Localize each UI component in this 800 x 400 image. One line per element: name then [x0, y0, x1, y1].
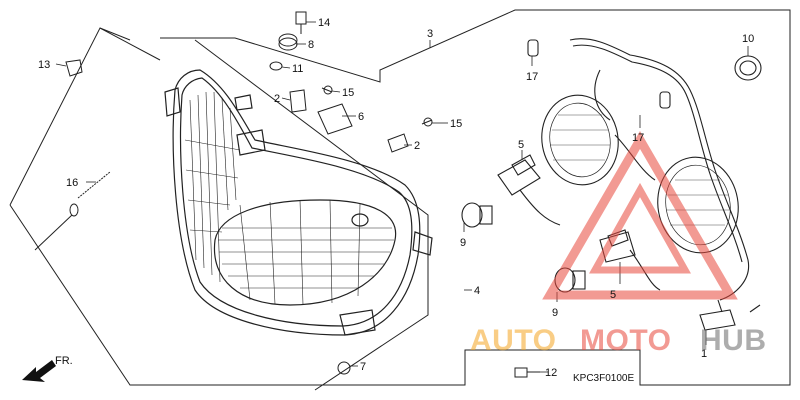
callout-2a: 2: [274, 93, 280, 105]
front-arrow-icon: [22, 360, 56, 382]
hardware-parts: [34, 11, 540, 378]
callout-7: 7: [360, 361, 366, 373]
callout-5a: 5: [518, 139, 524, 151]
callout-15a: 15: [342, 87, 354, 99]
callout-4: 4: [474, 285, 480, 297]
front-indicator: FR.: [55, 355, 73, 367]
callout-8: 8: [308, 39, 314, 51]
callout-3: 3: [427, 28, 433, 40]
callout-5b: 5: [610, 289, 616, 301]
callout-17a: 17: [526, 71, 538, 83]
watermark-moto: MOTO: [580, 324, 671, 357]
callout-9b: 9: [552, 307, 558, 319]
watermark-logo: AUTO MOTO HUB: [470, 131, 767, 357]
callout-9a: 9: [460, 237, 466, 249]
headlight-housing: [164, 69, 433, 336]
watermark-hub: HUB: [700, 324, 767, 357]
callout-16: 16: [66, 177, 78, 189]
callout-1: 1: [701, 348, 707, 360]
callout-17b: 17: [632, 132, 644, 144]
leader-lines: [55, 21, 749, 373]
callout-14: 14: [318, 17, 330, 29]
watermark-auto: AUTO: [470, 324, 556, 357]
callout-2b: 2: [414, 140, 420, 152]
assembly-outline: [9, 9, 791, 391]
part-code: KPC3F0100E: [573, 373, 634, 384]
callout-6: 6: [358, 111, 364, 123]
callout-labels: 1 2 2 3 4 5 5 6 7 8 9 9 10 11 12 13 14 1…: [38, 17, 754, 379]
callout-10: 10: [742, 33, 754, 45]
callout-12: 12: [545, 367, 557, 379]
callout-15b: 15: [450, 118, 462, 130]
callout-11: 11: [292, 63, 303, 75]
callout-13: 13: [38, 59, 50, 71]
